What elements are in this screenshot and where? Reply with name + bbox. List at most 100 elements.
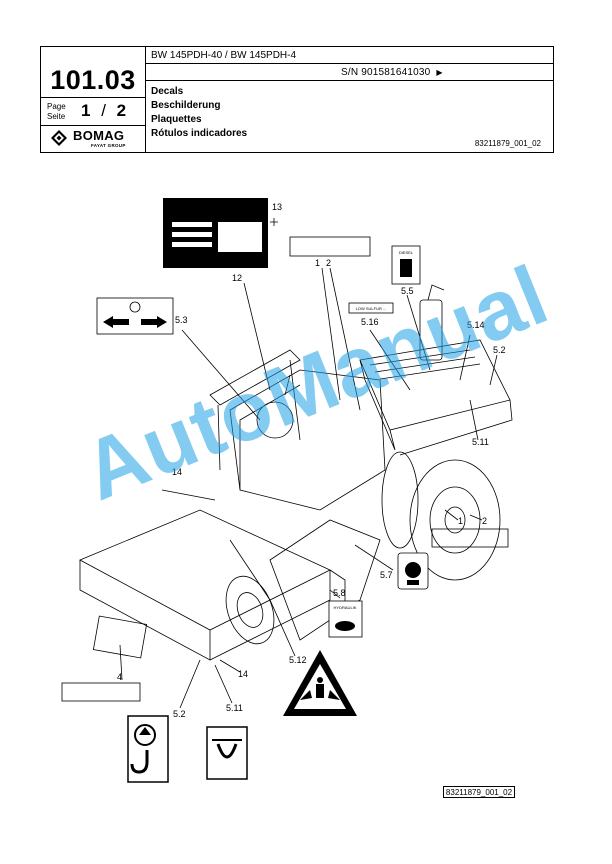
crush-arrow-right xyxy=(328,690,340,700)
arrow-right-icon xyxy=(157,316,167,328)
data-plate-line xyxy=(172,222,212,227)
brand-logo: BOMAG FAYAT GROUP xyxy=(51,128,141,150)
person-head-icon xyxy=(317,677,323,683)
title-en: Decals xyxy=(151,86,184,97)
page-separator: / xyxy=(101,101,107,120)
label-box-4 xyxy=(61,682,141,702)
serial-number: S/N 901581641030 ▶ xyxy=(341,67,443,78)
hydraulik-decal xyxy=(328,600,363,638)
callout: 5.2 xyxy=(173,709,186,719)
seat-back xyxy=(284,374,291,396)
leader-5-7 xyxy=(354,544,394,571)
arrow-right-shaft xyxy=(141,319,157,325)
figure-number: 83211879_001_02 xyxy=(443,786,515,798)
rear-wheel-hub xyxy=(444,506,466,534)
exhaust-pipe xyxy=(427,284,445,301)
leader-5-11-bottom xyxy=(214,664,233,704)
page-label-en: Page xyxy=(47,102,66,111)
bomag-diamond-icon xyxy=(51,130,67,146)
title-es: Rótulos indicadores xyxy=(151,128,248,139)
leader-5-2-bottom xyxy=(179,659,201,709)
drum-front xyxy=(79,560,211,661)
callout: 4 xyxy=(117,672,122,682)
frame-link xyxy=(329,569,346,610)
rear-wheel-left xyxy=(381,451,419,549)
low-sulfur-text: LOW SULFUR ... xyxy=(356,306,387,311)
callout: 14 xyxy=(172,467,182,477)
callout: 5.12 xyxy=(289,655,307,665)
data-plate-field xyxy=(218,222,262,252)
header-line xyxy=(41,125,145,126)
up-arrow-circle xyxy=(134,724,156,746)
frame xyxy=(269,519,381,641)
label-box-1-2 xyxy=(289,236,371,257)
diesel-text: DIESEL xyxy=(399,250,414,255)
data-plate-line xyxy=(172,242,212,247)
header-block: BW 145PDH-40 / BW 145PDH-4 S/N 901581641… xyxy=(40,46,554,153)
leader-4 xyxy=(119,644,123,681)
callout: 5.14 xyxy=(467,320,485,330)
leader-5-8 xyxy=(329,589,341,599)
page-current: 1 xyxy=(81,101,92,120)
tie-down-hook-icon xyxy=(216,743,238,759)
leader-5-2-top xyxy=(489,354,498,386)
hood-rear xyxy=(399,399,513,456)
callout: 13 xyxy=(272,202,282,212)
hydraulik-text: HYDRAULIK xyxy=(334,605,357,610)
callout: 5.11 xyxy=(226,703,243,713)
header-divider xyxy=(145,47,146,152)
header-line xyxy=(145,80,553,81)
serial-text: S/N 901581641030 xyxy=(341,67,431,78)
rear-wheel xyxy=(409,459,501,581)
drum-decal-4 xyxy=(92,615,148,659)
screw-icon xyxy=(270,218,278,226)
low-sulfur-decal xyxy=(348,302,394,314)
model-name: BW 145PDH-40 / BW 145PDH-4 xyxy=(151,50,297,61)
callout: 5.5 xyxy=(401,286,414,296)
drum-top xyxy=(79,509,331,631)
person-body-icon xyxy=(316,684,324,698)
leader-5-5 xyxy=(406,294,431,371)
callout: 5.16 xyxy=(361,317,379,327)
callout: 1 xyxy=(315,258,320,268)
brand-name: BOMAG xyxy=(73,128,125,143)
leader-12 xyxy=(243,282,271,391)
rear-wheel-rim xyxy=(429,486,481,554)
doc-number: 83211879_001_02 xyxy=(474,139,541,148)
page-label-de: Seite xyxy=(47,112,66,121)
leader-1-2 xyxy=(321,267,361,411)
callout: 5.8 xyxy=(333,588,346,598)
steering-wheel-icon xyxy=(129,301,141,313)
tie-down-decal xyxy=(206,726,248,780)
crush-arrow-left xyxy=(300,690,312,700)
leader-5-3 xyxy=(181,329,261,421)
play-arrow-icon: ▶ xyxy=(436,68,443,77)
leader-14-bottom xyxy=(219,659,241,673)
rops-bar xyxy=(209,349,301,406)
brand-group: FAYAT GROUP xyxy=(91,143,126,148)
callout: 2 xyxy=(326,258,331,268)
section-titles: Decals Beschilderung Plaquettes Rótulos … xyxy=(151,85,247,141)
callout: 5.11 xyxy=(472,437,489,447)
hood-side xyxy=(359,359,396,451)
leader-14-top xyxy=(161,489,216,501)
arrow-left-shaft xyxy=(113,319,129,325)
oil-can-icon xyxy=(405,562,421,578)
title-de: Beschilderung xyxy=(151,100,221,111)
header-line xyxy=(41,97,145,98)
leader-5-11-top xyxy=(469,399,479,441)
oil-base xyxy=(407,580,419,585)
hydraulic-oil-icon xyxy=(335,621,355,631)
arrow-left-icon xyxy=(103,316,113,328)
seat xyxy=(256,401,294,439)
cab-pillar xyxy=(239,384,301,490)
title-fr: Plaquettes xyxy=(151,114,202,125)
up-arrow-icon xyxy=(139,727,151,735)
steering-decal xyxy=(96,297,174,335)
fuel-pump-icon xyxy=(400,259,412,277)
hook-icon xyxy=(130,750,149,774)
page-label: Page Seite xyxy=(47,102,66,122)
callout: 1 xyxy=(458,516,463,526)
callout: 12 xyxy=(232,273,242,283)
